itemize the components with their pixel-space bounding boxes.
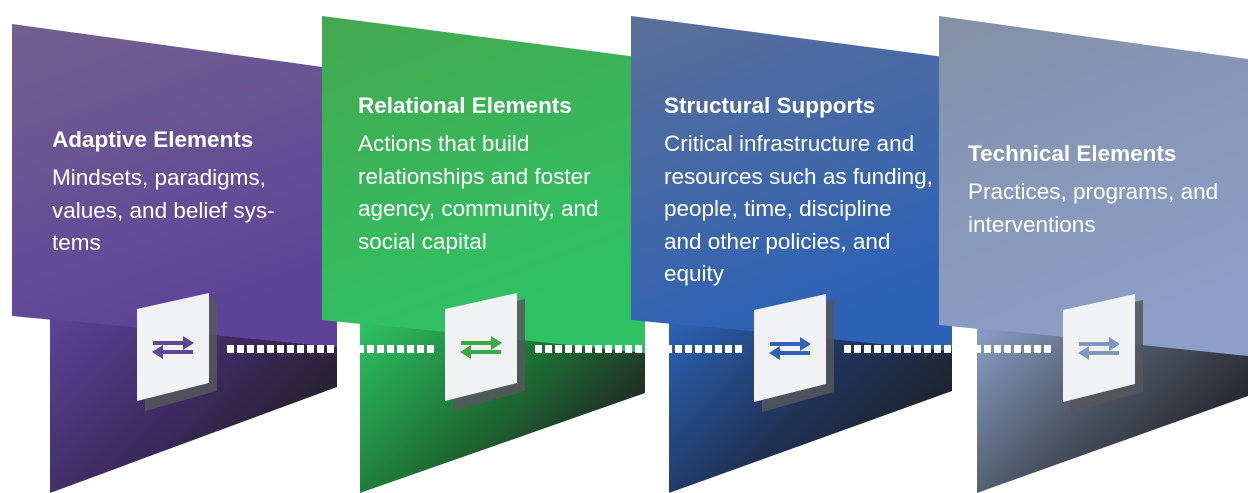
panel-title: Structural Supports <box>664 93 876 118</box>
panel-title: Technical Elements <box>968 141 1177 166</box>
panel-description: Mindsets, paradigms, values, and belief … <box>52 165 275 255</box>
panel-relational-elements-upper <box>322 16 645 353</box>
panel-adaptive-elements-upper <box>12 24 337 347</box>
panel-title: Adaptive Elements <box>52 127 254 152</box>
panel-structural-supports-upper <box>631 16 952 351</box>
bidirectional-arrows-icon <box>137 293 217 411</box>
bidirectional-arrows-icon <box>1063 294 1143 412</box>
panel-adaptive-elements-lower <box>50 319 337 493</box>
panel-technical-elements-lower <box>977 328 1248 493</box>
bidirectional-arrows-icon <box>754 294 834 412</box>
panel-description: Practices, programs, and interventions <box>968 179 1219 237</box>
panel-description: Actions that build relationships and fos… <box>358 131 599 254</box>
panel-relational-elements-lower <box>360 323 645 493</box>
panel-title: Relational Elements <box>358 93 572 118</box>
panel-structural-supports-lower <box>669 323 952 493</box>
bidirectional-arrows-icon <box>445 293 525 411</box>
panel-description: Critical infrastructure and resources su… <box>664 131 933 286</box>
panel-technical-elements-upper <box>939 16 1248 356</box>
